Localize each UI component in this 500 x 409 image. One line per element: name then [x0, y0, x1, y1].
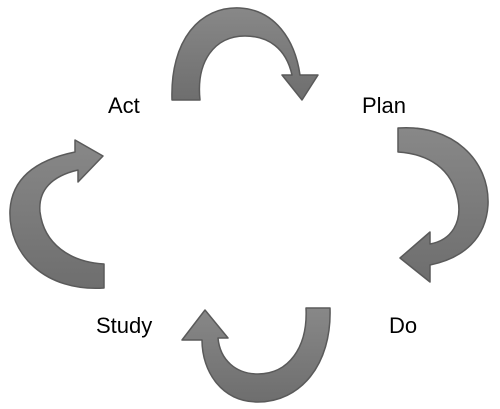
stage-label-study: Study — [96, 313, 153, 338]
arrow-plan-to-do — [397, 127, 489, 283]
arrow-study-to-act — [9, 139, 105, 289]
arrow-act-to-plan — [171, 7, 319, 101]
stage-label-plan: Plan — [362, 93, 407, 118]
arrow-do-to-study — [181, 307, 331, 403]
stage-label-act: Act — [108, 93, 140, 118]
stage-label-do: Do — [389, 313, 418, 338]
